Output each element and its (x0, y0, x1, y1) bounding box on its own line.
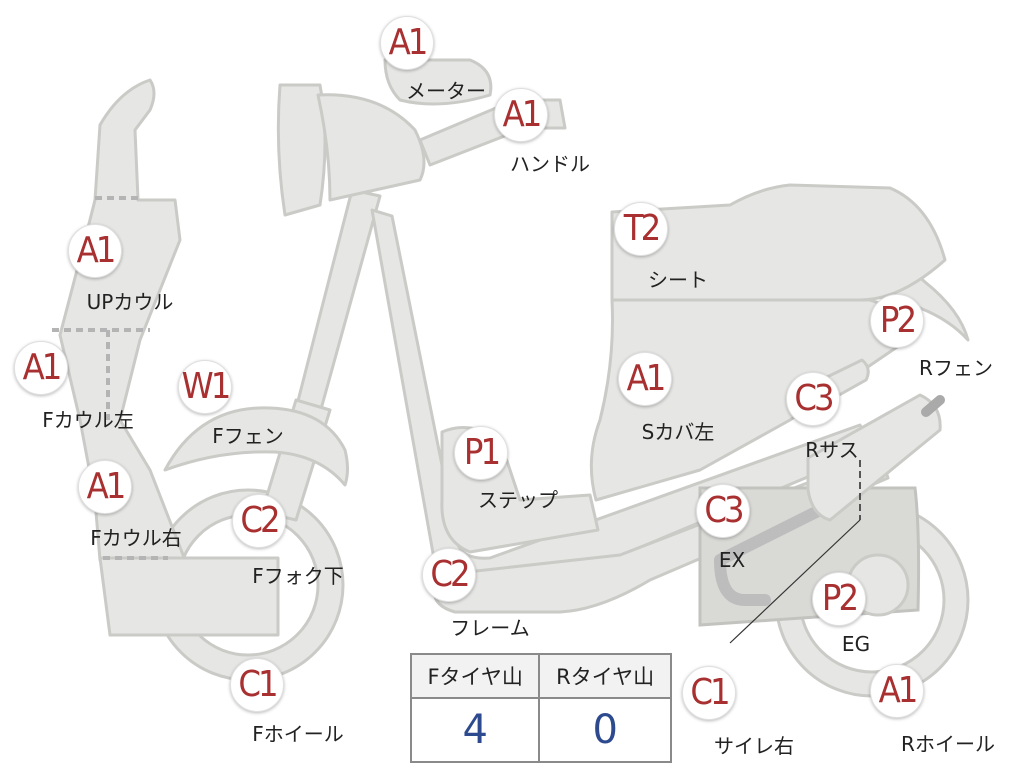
front-cowl-shape (58, 78, 187, 562)
part-label-seat: シート (648, 268, 708, 292)
part-badge-frame[interactable]: C2 (422, 548, 476, 602)
part-label-meter: メーター (406, 79, 486, 103)
part-label-silencer-right: サイレ右 (714, 734, 794, 758)
part-badge-r-fender[interactable]: P2 (870, 294, 924, 348)
rear-shock-shape (806, 393, 942, 522)
tire-tread-table: Fタイヤ山 Rタイヤ山 4 0 (409, 653, 672, 763)
part-badge-f-wheel[interactable]: C1 (230, 658, 284, 712)
part-label-f-fork-lower: Fフォク下 (252, 564, 344, 588)
part-badge-f-cowl-left[interactable]: A1 (14, 341, 68, 395)
part-badge-seat[interactable]: T2 (614, 202, 668, 256)
part-badge-side-cover-left[interactable]: A1 (618, 352, 672, 406)
part-badge-r-suspension[interactable]: C3 (786, 372, 840, 426)
part-badge-exhaust[interactable]: C3 (696, 484, 750, 538)
part-badge-handle[interactable]: A1 (494, 88, 548, 142)
front-tire-header: Fタイヤ山 (409, 653, 541, 699)
part-label-up-cowl: UPカウル (86, 290, 174, 314)
rear-tire-value: 0 (538, 697, 672, 763)
part-label-r-wheel: Rホイール (901, 732, 995, 756)
part-label-side-cover-left: Sカバ左 (641, 420, 715, 444)
handle-cover-shape (316, 93, 426, 202)
part-label-frame: フレーム (450, 616, 530, 640)
part-badge-f-fork-lower[interactable]: C2 (232, 494, 286, 548)
part-badge-f-fender[interactable]: W1 (178, 360, 232, 414)
part-label-step: ステップ (478, 488, 558, 512)
front-fender-shape (163, 406, 349, 487)
part-label-exhaust: EX (718, 548, 746, 572)
part-badge-f-cowl-right[interactable]: A1 (78, 460, 132, 514)
front-tire-value: 4 (409, 697, 541, 763)
part-label-f-cowl-right: Fカウル右 (90, 526, 182, 550)
part-badge-step[interactable]: P1 (454, 426, 508, 480)
headlight-shape (276, 83, 327, 217)
tire-table-value-row: 4 0 (409, 697, 672, 763)
meter-shape (383, 58, 493, 106)
part-badge-engine[interactable]: P2 (812, 572, 866, 626)
rear-tire-header: Rタイヤ山 (538, 653, 672, 699)
part-label-handle: ハンドル (510, 152, 590, 176)
front-fork-box-shape (98, 556, 280, 637)
part-badge-r-wheel[interactable]: A1 (870, 664, 924, 718)
part-label-f-fender: Fフェン (212, 424, 284, 448)
part-label-engine: EG (841, 632, 871, 656)
part-badge-silencer-right[interactable]: C1 (682, 666, 736, 720)
part-label-f-wheel: Fホイール (252, 722, 344, 746)
part-label-r-fender: Rフェン (919, 356, 993, 380)
part-badge-meter[interactable]: A1 (380, 16, 434, 70)
exhaust-shape (714, 499, 836, 606)
part-label-f-cowl-left: Fカウル左 (42, 408, 134, 432)
tire-table-header-row: Fタイヤ山 Rタイヤ山 (409, 653, 672, 699)
part-label-r-suspension: Rサス (805, 438, 859, 462)
part-badge-up-cowl[interactable]: A1 (68, 224, 122, 278)
